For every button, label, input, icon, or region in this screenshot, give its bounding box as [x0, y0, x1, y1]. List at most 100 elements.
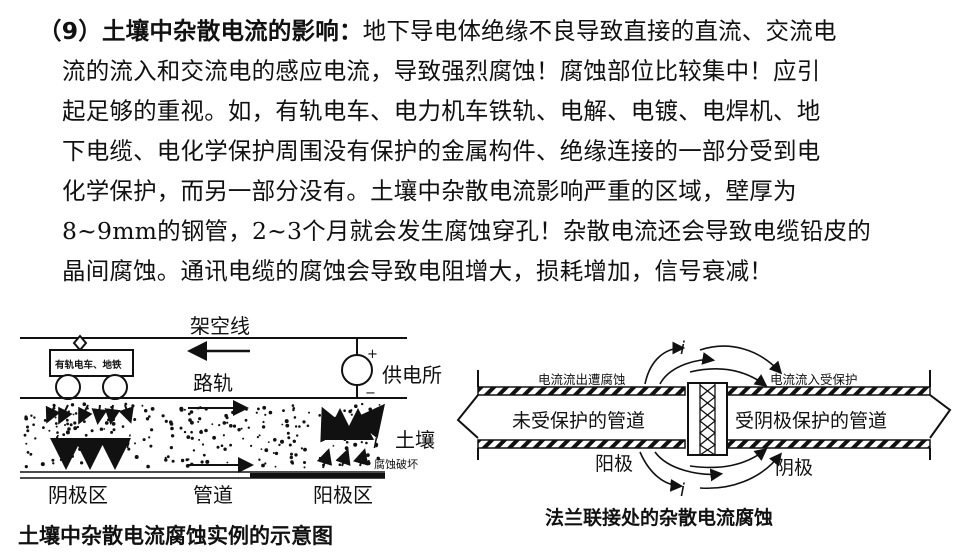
soil-particle	[121, 425, 125, 428]
protected-pipe-wall-bottom	[726, 439, 931, 449]
soil-particle	[84, 433, 88, 437]
soil-particle	[348, 409, 352, 414]
soil-particle	[54, 422, 58, 425]
soil-particle	[267, 441, 270, 443]
soil-particle	[291, 404, 295, 407]
soil-particle	[170, 426, 174, 431]
soil-particle	[273, 438, 277, 442]
soil-particle	[220, 444, 224, 448]
soil-particle	[255, 411, 258, 414]
soil-particle	[83, 420, 86, 423]
soil-particle	[166, 455, 170, 459]
soil-diagram-caption: 土壤中杂散电流腐蚀实例的示意图	[18, 524, 333, 548]
soil-particle	[244, 418, 248, 422]
soil-particle	[302, 420, 306, 424]
soil-particle	[70, 403, 75, 407]
soil-particle	[370, 414, 372, 417]
current-entering-arrow	[91, 404, 108, 425]
overhead-line-label: 架空线	[190, 314, 250, 338]
soil-particle	[212, 435, 217, 440]
soil-particle	[164, 419, 168, 423]
soil-particle	[26, 429, 30, 433]
soil-particle	[76, 425, 80, 429]
soil-particle	[124, 402, 128, 406]
wheel	[55, 374, 81, 400]
soil-particle	[141, 404, 144, 407]
soil-particle	[78, 447, 82, 451]
soil-particle	[183, 430, 187, 434]
soil-particle	[250, 444, 253, 447]
paragraph-line-3: 起足够的重视。如，有轨电车、电力机车铁轨、电解、电镀、电焊机、地	[62, 97, 821, 125]
current-symbol-top: i	[680, 338, 685, 359]
soil-particle	[74, 412, 78, 415]
soil-particle	[284, 419, 289, 424]
soil-particle	[360, 421, 364, 426]
soil-particle	[375, 445, 378, 448]
soil-particle	[57, 442, 61, 447]
current-up-arrow	[316, 448, 333, 469]
soil-particle	[187, 458, 190, 461]
soil-particle	[68, 448, 72, 453]
soil-particle	[25, 442, 28, 445]
soil-particle	[103, 438, 108, 442]
unprotected-pipe-wall-bottom	[477, 439, 686, 449]
soil-particle	[288, 443, 292, 447]
soil-particle	[99, 427, 104, 431]
soil-particle	[280, 439, 284, 444]
soil-particle	[148, 415, 151, 418]
current-in-label: 电流流入受保护	[770, 372, 858, 387]
soil-particle	[281, 423, 284, 426]
soil-particle	[142, 438, 146, 442]
current-symbol-bottom: i	[680, 480, 685, 501]
paragraph-text: 地下导电体绝缘不良导致直接的直流、交流电	[362, 17, 837, 45]
soil-particle	[33, 416, 36, 419]
soil-particle	[69, 423, 73, 427]
current-up-arrow	[335, 448, 351, 467]
paragraph-line-5: 化学保护，而另一部分没有。土壤中杂散电流影响严重的区域，壁厚为	[62, 177, 797, 205]
substation-label: 供电所	[382, 363, 442, 387]
soil-particle	[303, 447, 307, 452]
soil-particle	[180, 458, 185, 463]
current-symbol-right: i	[373, 432, 378, 453]
soil-particle	[257, 407, 260, 411]
soil-particle	[292, 439, 296, 443]
soil-particle	[65, 418, 69, 422]
soil-particle	[67, 410, 70, 413]
soil-particle	[144, 409, 148, 413]
soil-particle	[73, 426, 78, 431]
soil-particle	[262, 405, 267, 410]
soil-particle	[192, 449, 196, 452]
soil-particle	[258, 458, 261, 461]
soil-particle	[26, 425, 29, 429]
soil-particle	[300, 447, 303, 450]
soil-particle	[222, 421, 227, 425]
soil-particle	[164, 456, 167, 459]
soil-particle	[54, 416, 57, 419]
soil-particle	[287, 436, 291, 440]
soil-particle	[26, 451, 30, 454]
soil-particle	[242, 437, 245, 440]
soil-particle	[303, 466, 306, 469]
soil-particle	[240, 427, 243, 430]
soil-particle	[211, 423, 214, 426]
soil-particle	[229, 443, 233, 447]
flange-diagram: i i 电流流出遭腐蚀 电流流入受保护 未受保护的管道 受阴极保护的管道 阳极 …	[456, 338, 952, 529]
soil-particle	[296, 434, 299, 437]
soil-particle	[222, 434, 225, 437]
soil-particle	[345, 441, 349, 444]
soil-particle	[169, 422, 174, 426]
soil-particle	[232, 424, 237, 428]
soil-particle	[342, 420, 345, 422]
anode-label: 阳极	[595, 453, 633, 475]
soil-particle	[106, 450, 109, 453]
soil-particle	[134, 455, 139, 459]
paragraph-line-7: 晶间腐蚀。通讯电缆的腐蚀会导致电阻增大，损耗增加，信号衰减！	[62, 257, 773, 285]
soil-particle	[104, 422, 108, 425]
soil-particle	[318, 414, 322, 417]
plus-sign: +	[367, 347, 378, 362]
soil-particle	[303, 461, 306, 464]
soil-particle	[261, 425, 266, 429]
soil-particle	[308, 411, 310, 414]
soil-particle	[134, 442, 136, 445]
soil-particle	[23, 433, 27, 437]
